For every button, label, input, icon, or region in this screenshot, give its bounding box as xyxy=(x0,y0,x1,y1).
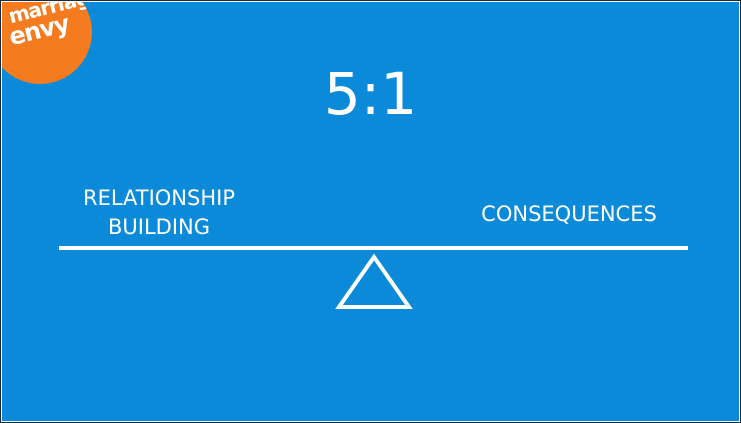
triangle-fulcrum-icon xyxy=(335,253,413,309)
consequences-label: CONSEQUENCES xyxy=(481,202,657,226)
ratio-heading: 5:1 xyxy=(323,60,418,128)
balance-beam xyxy=(59,246,688,250)
relationship-label-line1: RELATIONSHIP xyxy=(82,186,235,210)
relationship-label-line2: BUILDING xyxy=(107,215,211,239)
relationship-building-label: RELATIONSHIP BUILDING xyxy=(54,184,264,242)
